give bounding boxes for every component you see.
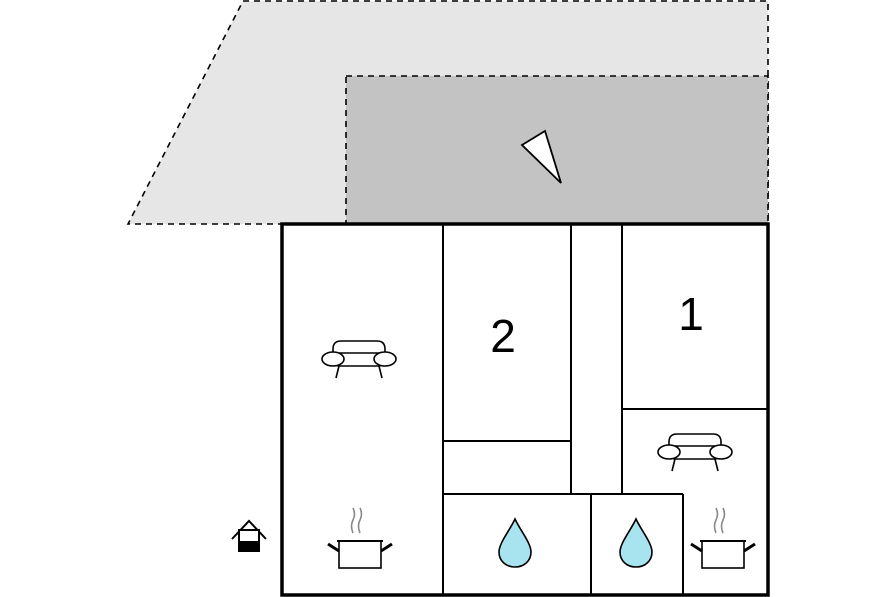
interior-walls: [442, 224, 768, 595]
entrance-house-icon: [231, 519, 267, 552]
room-label-1: 1: [678, 288, 704, 340]
room-label-2: 2: [490, 310, 516, 362]
compass-north-icon: [520, 129, 562, 184]
inner-terrace: [345, 75, 769, 225]
